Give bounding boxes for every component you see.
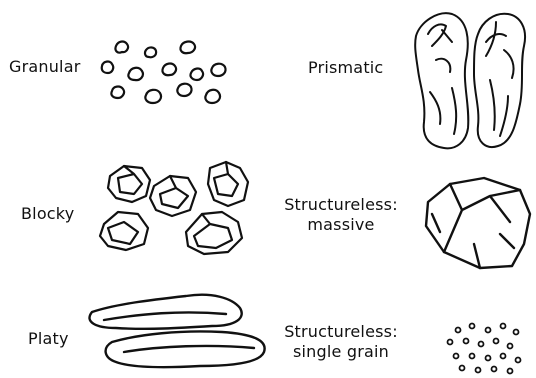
single-grain bbox=[470, 324, 475, 329]
granular-crumb bbox=[145, 47, 156, 57]
platy-plate-top bbox=[89, 295, 241, 329]
single-grain bbox=[479, 342, 484, 347]
granular-illustration bbox=[102, 42, 226, 103]
single-grain-illustration bbox=[448, 324, 521, 374]
single-grain bbox=[494, 339, 499, 344]
granular-crumb bbox=[162, 64, 176, 76]
single-grain bbox=[516, 358, 521, 363]
massive-illustration bbox=[426, 178, 530, 268]
granular-crumb bbox=[205, 90, 220, 103]
granular-crumb bbox=[111, 87, 124, 98]
granular-crumb bbox=[177, 84, 191, 96]
single-grain bbox=[486, 328, 491, 333]
single-grain bbox=[454, 354, 459, 359]
blocky-ped bbox=[100, 212, 148, 250]
single-grain bbox=[464, 339, 469, 344]
prismatic-illustration bbox=[415, 13, 525, 148]
single-grain bbox=[448, 340, 453, 345]
granular-crumb bbox=[180, 42, 195, 54]
single-grain bbox=[460, 366, 465, 371]
single-grain bbox=[492, 367, 497, 372]
single-grain bbox=[470, 354, 475, 359]
single-grain bbox=[476, 368, 481, 373]
granular-crumb bbox=[190, 69, 203, 80]
granular-crumb bbox=[145, 90, 161, 103]
granular-crumb bbox=[115, 42, 128, 53]
blocky-illustration bbox=[100, 162, 248, 254]
granular-crumb bbox=[211, 64, 225, 76]
granular-crumb bbox=[102, 62, 113, 73]
single-grain bbox=[514, 330, 519, 335]
single-grain bbox=[508, 344, 513, 349]
granular-crumb bbox=[128, 68, 143, 80]
single-grain bbox=[486, 356, 491, 361]
platy-plate-bottom bbox=[106, 331, 265, 367]
single-grain bbox=[456, 328, 461, 333]
platy-illustration bbox=[89, 295, 264, 367]
single-grain bbox=[501, 354, 506, 359]
single-grain bbox=[508, 369, 513, 374]
single-grain bbox=[501, 324, 506, 329]
